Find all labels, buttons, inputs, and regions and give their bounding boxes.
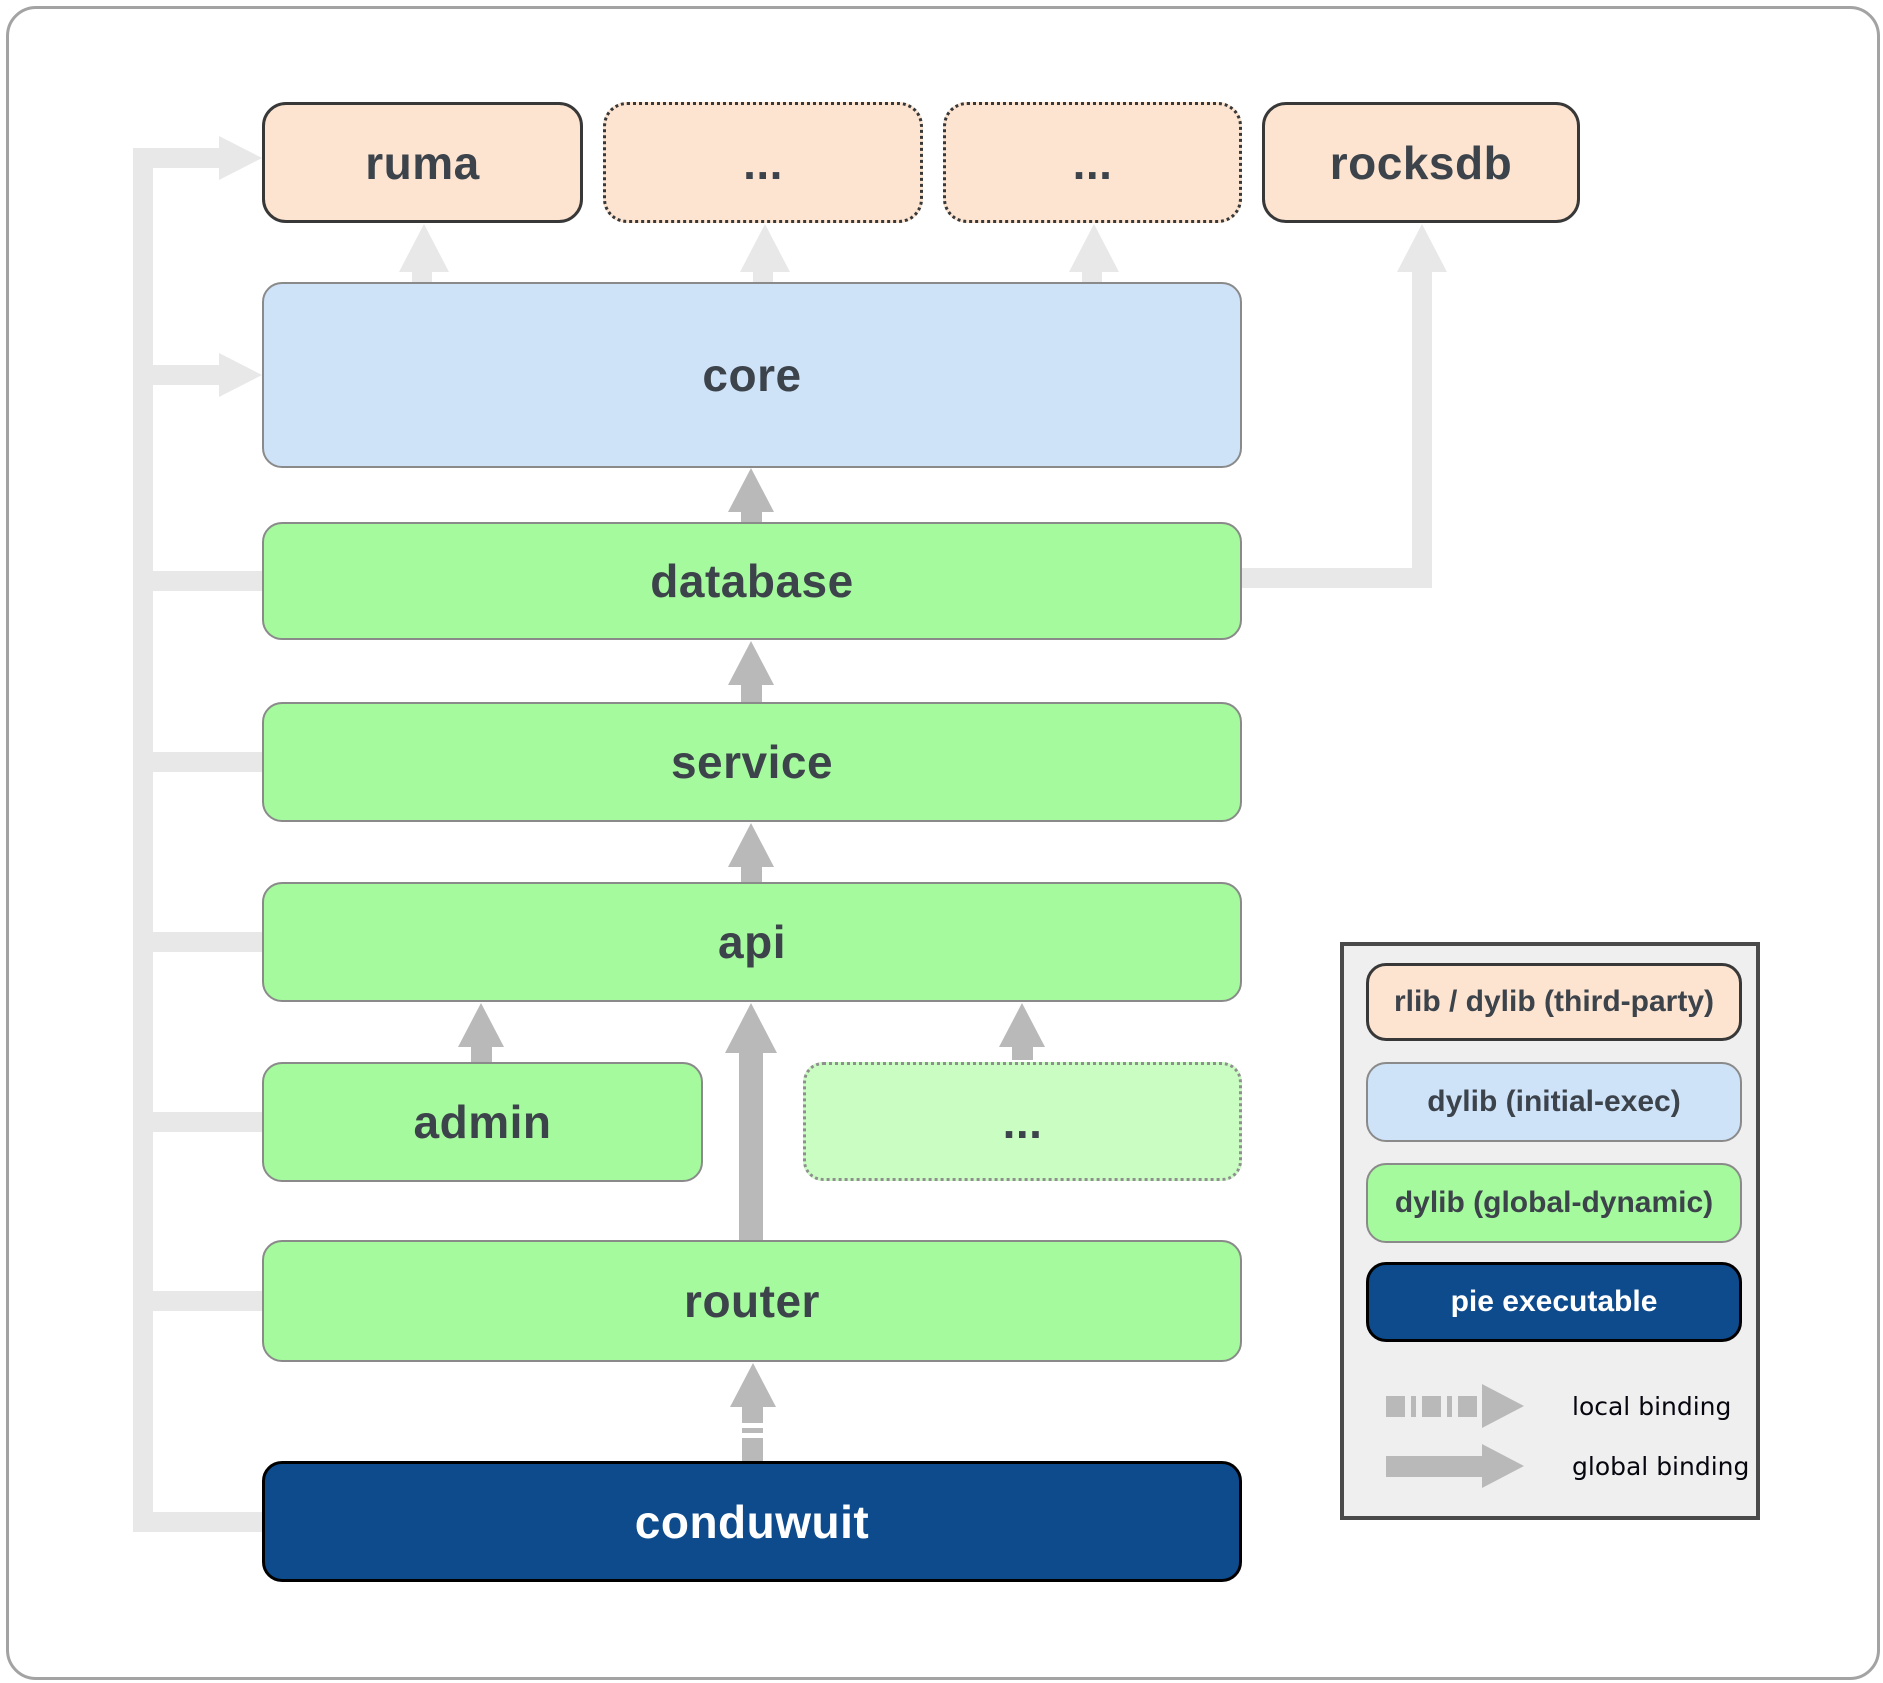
api-to-service-arrow-shaft xyxy=(741,867,762,882)
binding-branch-to-service xyxy=(153,752,262,772)
legend-third-party: rlib / dylib (third-party) xyxy=(1366,963,1742,1041)
node-database: database xyxy=(262,522,1242,640)
node-api: api xyxy=(262,882,1242,1002)
core-to-ruma-arrowhead-icon xyxy=(399,224,449,272)
node-router: router xyxy=(262,1240,1242,1362)
legend-global-dynamic: dylib (global-dynamic) xyxy=(1366,1163,1742,1243)
database-to-rocksdb-arrowhead-icon xyxy=(1397,224,1447,272)
node-service: service xyxy=(262,702,1242,822)
node-third-party-more-1: ... xyxy=(603,102,923,223)
node-rocksdb: rocksdb xyxy=(1262,102,1580,223)
binding-branch-to-admin xyxy=(153,1112,262,1132)
admin-to-api-arrow-shaft xyxy=(471,1047,492,1062)
node-admin: admin xyxy=(262,1062,703,1182)
database-to-rocksdb-arrow-horizontal xyxy=(1242,568,1432,588)
database-to-rocksdb-arrow-vertical xyxy=(1412,272,1432,588)
binding-branch-to-core xyxy=(153,365,219,385)
core-to-dep2-arrowhead-icon xyxy=(1069,224,1119,272)
legend: rlib / dylib (third-party) dylib (initia… xyxy=(1340,942,1760,1520)
binding-branch-to-router xyxy=(153,1291,262,1311)
database-to-core-arrowhead-icon xyxy=(728,468,774,512)
binding-branch-from-conduwuit xyxy=(153,1512,262,1532)
legend-pie-executable: pie executable xyxy=(1366,1262,1742,1342)
service-to-database-arrowhead-icon xyxy=(728,641,774,685)
legend-global-binding-label: global binding xyxy=(1572,1452,1750,1481)
legend-global-binding-arrow xyxy=(1386,1456,1482,1477)
admin-to-api-arrowhead-icon xyxy=(458,1003,504,1047)
router-to-api-arrow-shaft xyxy=(739,1053,763,1240)
core-to-dep1-arrowhead-icon xyxy=(740,224,790,272)
conduwuit-binding-trunk-line xyxy=(133,148,153,1532)
service-to-database-arrow-shaft xyxy=(741,685,762,702)
node-third-party-more-2: ... xyxy=(943,102,1242,223)
database-to-core-arrow-shaft xyxy=(741,512,762,522)
conduwuit-to-router-arrowhead-icon xyxy=(730,1363,776,1407)
dep3-to-api-arrow-shaft xyxy=(1012,1047,1033,1060)
node-ruma: ruma xyxy=(262,102,583,223)
binding-branch-to-ruma xyxy=(153,148,219,168)
legend-initial-exec: dylib (initial-exec) xyxy=(1366,1062,1742,1142)
binding-branch-to-database xyxy=(153,571,262,591)
canvas-border xyxy=(6,6,1880,1680)
node-conduwuit: conduwuit xyxy=(262,1461,1242,1582)
legend-global-binding-arrowhead-icon xyxy=(1482,1444,1524,1488)
api-to-service-arrowhead-icon xyxy=(728,823,774,867)
legend-local-binding-arrow xyxy=(1386,1396,1482,1417)
node-feature-more: ... xyxy=(803,1062,1242,1181)
dep3-to-api-arrowhead-icon xyxy=(999,1003,1045,1047)
binding-branch-to-api xyxy=(153,932,262,952)
legend-local-binding-label: local binding xyxy=(1572,1392,1732,1421)
legend-local-binding-arrowhead-icon xyxy=(1482,1384,1524,1428)
arrowhead-to-ruma-icon xyxy=(219,136,262,180)
router-to-api-arrowhead-icon xyxy=(725,1003,777,1053)
arrowhead-to-core-icon xyxy=(219,353,262,397)
node-core: core xyxy=(262,282,1242,468)
conduwuit-to-router-dashed-arrow-shaft xyxy=(742,1407,763,1461)
